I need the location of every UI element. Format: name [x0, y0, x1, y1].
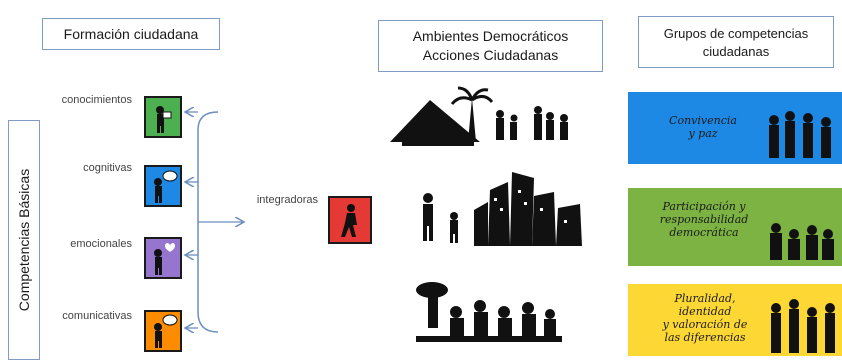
formacion-title: Formación ciudadana: [63, 26, 199, 42]
grupo-band-pluralidad: Pluralidad, identidad y valoración de la…: [628, 284, 842, 356]
grupo-band-convivencia: Convivencia y paz: [628, 92, 842, 164]
competencias-basicas-box: Competencias Básicas: [8, 120, 40, 360]
grupo-text-line: y paz: [688, 127, 718, 140]
grupo-text-line: Convivencia: [669, 114, 737, 127]
grupo-text-line: las diferencias: [664, 331, 746, 344]
grupo-text-line: identidad: [678, 305, 732, 318]
grupo-text-line: responsabilidad: [659, 213, 749, 226]
community-silhouette: [416, 282, 562, 342]
formacion-title-box: Formación ciudadana: [42, 18, 220, 50]
heart-person-icon: [144, 237, 182, 279]
grupo-text-line: Participación y: [662, 200, 746, 213]
village-silhouette: [390, 86, 568, 146]
grupos-title-box: Grupos de competencias ciudadanas: [638, 16, 834, 68]
grupos-title-line1: Grupos de competencias: [663, 26, 809, 41]
speaking-person-icon: [144, 310, 182, 352]
grupo-text-participacion: Participación y responsabilidad democrát…: [642, 200, 766, 239]
grupo-text-pluralidad: Pluralidad, identidad y valoración de la…: [642, 292, 768, 344]
integradoras-label: integradoras: [256, 194, 318, 206]
grupo-text-line: Pluralidad,: [674, 292, 736, 305]
competencia-label-conocimientos: conocimientos: [61, 94, 132, 106]
thinking-person-icon: [144, 165, 182, 207]
people-group-icon: [770, 223, 834, 260]
competencia-label-comunicativas: comunicativas: [62, 310, 132, 322]
city-silhouette: [423, 172, 582, 246]
competencia-label-emocionales: emocionales: [70, 238, 132, 250]
ambientes-title-line1: Ambientes Democráticos: [412, 28, 569, 44]
grupo-band-participacion: Participación y responsabilidad democrát…: [628, 188, 842, 266]
people-group-icon: [769, 111, 831, 158]
ambientes-title-box: Ambientes Democráticos Acciones Ciudadan…: [378, 20, 603, 72]
grupos-title-line2: ciudadanas: [702, 44, 770, 59]
walking-person-icon: [328, 196, 372, 244]
people-group-icon: [771, 299, 835, 353]
competencia-label-cognitivas: cognitivas: [83, 162, 132, 174]
grupo-text-convivencia: Convivencia y paz: [648, 114, 758, 140]
ambientes-title-line2: Acciones Ciudadanas: [422, 47, 559, 63]
grupo-text-line: y valoración de: [662, 318, 748, 331]
reading-person-icon: [144, 96, 182, 138]
grupo-text-line: democrática: [669, 226, 739, 239]
